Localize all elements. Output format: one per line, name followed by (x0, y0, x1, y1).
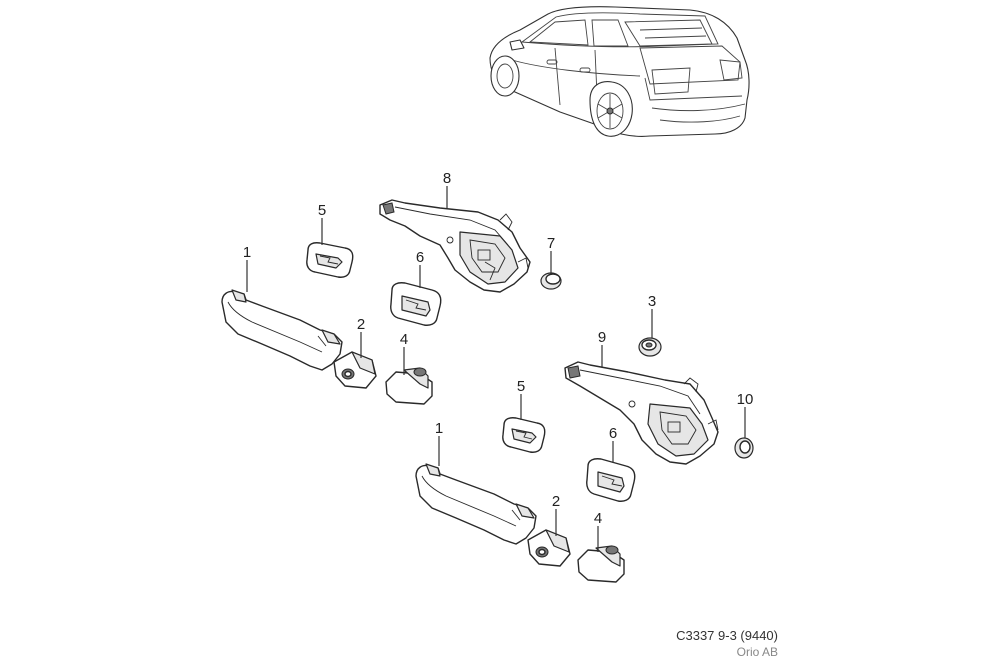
door-handle-front (221, 289, 343, 371)
door-handle-rear (415, 463, 537, 545)
callout-2-lower: 2 (552, 493, 560, 510)
callout-5-lower: 5 (517, 378, 525, 395)
diagram-code: C3337 9-3 (9440) (676, 628, 778, 643)
callout-10: 10 (737, 391, 754, 408)
callout-1-upper: 1 (243, 244, 251, 261)
callout-7: 7 (547, 235, 555, 252)
gasket-front-small (306, 242, 354, 278)
car-illustration (489, 6, 750, 137)
callout-4-lower: 4 (594, 510, 602, 527)
callout-1-lower: 1 (435, 420, 443, 437)
callout-2-upper: 2 (357, 316, 365, 333)
copyright-owner: Orio AB (736, 645, 778, 659)
leader-lines (246, 186, 746, 552)
lock-cylinder-cover-rear (527, 529, 571, 567)
handle-frame-rear (564, 361, 719, 465)
handle-frame-front (379, 199, 531, 293)
callout-3: 3 (648, 293, 656, 310)
end-cap-front (385, 367, 433, 405)
gasket-rear-small (502, 417, 546, 453)
plug-front (540, 272, 562, 290)
callout-9: 9 (598, 329, 606, 346)
callout-8: 8 (443, 170, 451, 187)
plug-rear (734, 437, 754, 459)
bushing-rear (638, 337, 662, 357)
callout-5-upper: 5 (318, 202, 326, 219)
gasket-rear-large (586, 458, 636, 502)
callout-4-upper: 4 (400, 331, 408, 348)
end-cap-rear (577, 545, 625, 583)
callout-6-lower: 6 (609, 425, 617, 442)
lock-cylinder-cover-front (333, 351, 377, 389)
diagram-footer: C3337 9-3 (9440) Orio AB (676, 628, 778, 660)
gasket-front-large (390, 282, 442, 326)
callout-6-upper: 6 (416, 249, 424, 266)
